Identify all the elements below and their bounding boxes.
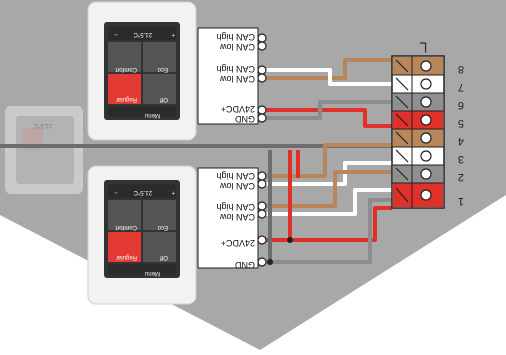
terminal-block — [391, 55, 445, 209]
terminal-numbers: 8 7 6 5 4 3 2 1 — [458, 63, 464, 207]
top-minus: − — [114, 31, 118, 37]
bottom-thermostat — [87, 165, 197, 305]
top-temperature: 21.5°C — [133, 31, 152, 37]
wire-top-can-low-brown — [262, 58, 392, 80]
terminal-number-4: 4 — [458, 135, 464, 147]
bottom-label-can-low-1: CAN low — [219, 181, 255, 191]
bottom-minus: − — [114, 189, 118, 195]
bottom-plus: + — [171, 189, 175, 195]
bottom-connector — [197, 167, 267, 269]
wire-top-gnd-gray — [262, 100, 392, 120]
terminal-number-5: 5 — [458, 117, 464, 129]
bottom-label-24vdc: 24VDC+ — [221, 238, 255, 248]
top-label-can-low-1: CAN low — [219, 42, 255, 52]
top-tile-comfort: Comfort — [115, 66, 137, 72]
ghost-temperature: 21.5°C — [33, 122, 52, 128]
wire-bot-can-low-white — [262, 188, 392, 216]
bottom-tile-comfort: Comfort — [115, 224, 137, 230]
wire-bot-24v-red — [262, 206, 392, 242]
top-label-can-high-1: CAN high — [216, 32, 255, 42]
junction-dot-red — [287, 237, 293, 243]
ghost-thermostat: 21.5°C — [5, 106, 83, 194]
terminal-number-7: 7 — [458, 81, 464, 93]
terminal-number-2: 2 — [458, 171, 464, 183]
connector-mark: ┐ — [419, 35, 431, 54]
bottom-tile-eco: Eco — [157, 224, 168, 230]
bottom-temperature: 21.5°C — [133, 189, 152, 195]
bottom-label-can-low-2: CAN low — [219, 212, 255, 222]
bottom-menu: Menu — [145, 270, 160, 276]
wire-bot-gnd-gray — [262, 198, 392, 264]
terminal-number-6: 6 — [458, 99, 464, 111]
terminal-number-1: 1 — [458, 195, 464, 207]
wire-top-24v-red — [262, 108, 392, 128]
top-label-gnd: GND — [235, 114, 256, 124]
top-plus: + — [171, 31, 175, 37]
bottom-tile-off: Off — [160, 254, 168, 260]
top-tile-off: Off — [160, 96, 168, 102]
top-label-24vdc: 24VDC+ — [221, 104, 255, 114]
junction-dot-gray — [267, 259, 273, 265]
bottom-label-can-high-2: CAN high — [216, 202, 255, 212]
bottom-tile-regular: Regular — [116, 254, 137, 260]
wire-top-can-low-white — [262, 68, 392, 86]
top-tile-eco: Eco — [157, 66, 168, 72]
top-label-can-low-2: CAN low — [219, 74, 255, 84]
terminal-number-8: 8 — [458, 63, 464, 75]
bottom-label-gnd: GND — [235, 260, 256, 270]
terminal-number-3: 3 — [458, 153, 464, 165]
wire-bot-can-high-brown — [262, 143, 392, 178]
bottom-label-can-high-1: CAN high — [216, 171, 255, 181]
top-label-can-high-2: CAN high — [216, 64, 255, 74]
top-thermostat — [87, 1, 197, 141]
wires — [262, 58, 392, 264]
top-connector — [197, 27, 267, 125]
top-menu: Menu — [145, 112, 160, 118]
top-tile-regular: Regular — [116, 96, 137, 102]
wire-bot-can-low-brown — [262, 170, 392, 208]
